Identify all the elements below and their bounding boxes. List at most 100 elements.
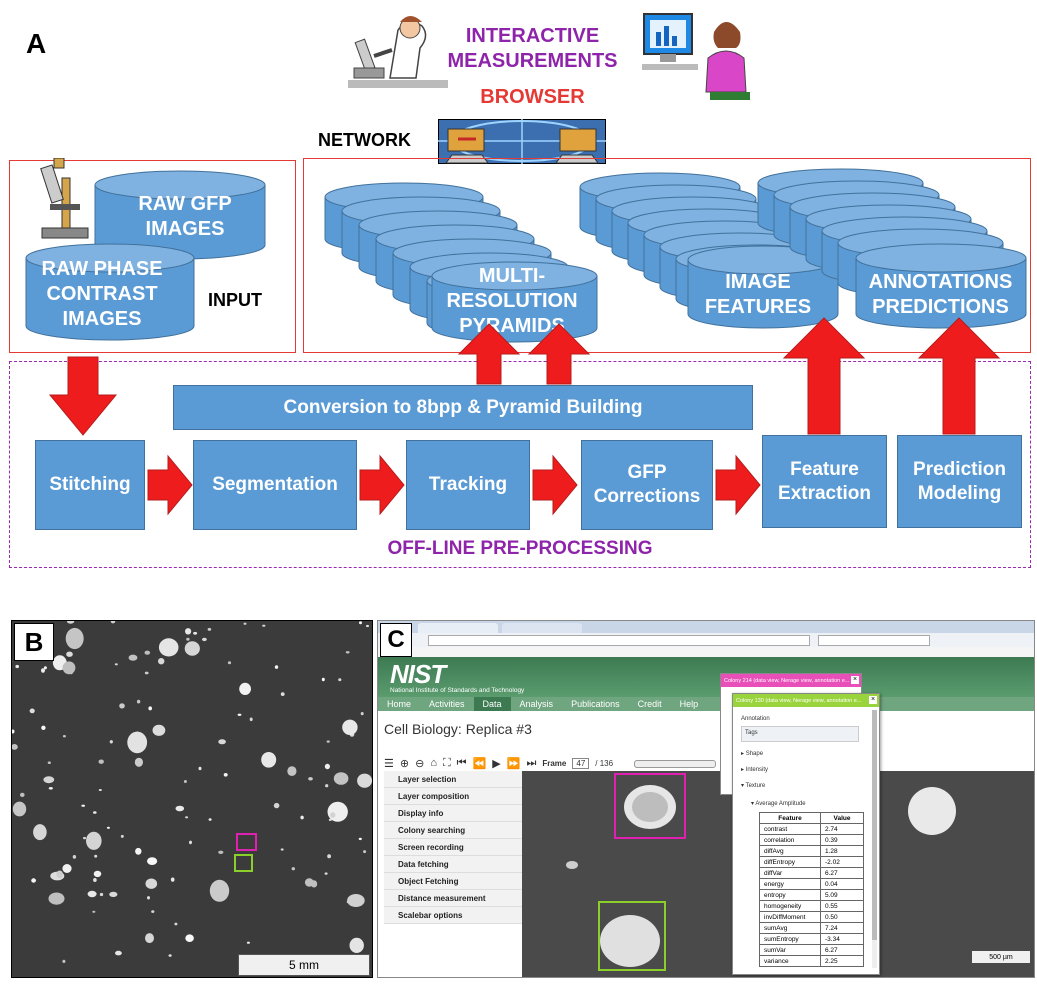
menu-icon[interactable]: ☰ [384, 757, 394, 770]
popup-pink-title: Colony 214 (data view, Nerage view, anno… [724, 677, 850, 684]
nav-credit[interactable]: Credit [637, 699, 662, 709]
menu-colony-searching[interactable]: Colony searching [384, 822, 522, 839]
green-selection-box [234, 854, 253, 872]
browser-address-bar[interactable] [378, 633, 1034, 648]
colony-blob [342, 719, 358, 735]
colony-blob [48, 787, 53, 790]
feature-value-cell: 7.24 [820, 922, 864, 934]
step-gfp-corrections-label: GFP Corrections [593, 462, 701, 507]
popup-green-close-icon[interactable]: × [869, 696, 877, 704]
colony-blob [363, 850, 367, 854]
colony-blob [287, 766, 297, 776]
feature-header: Feature [759, 812, 821, 824]
menu-data-fetching[interactable]: Data fetching [384, 856, 522, 873]
nav-publications[interactable]: Publications [571, 699, 620, 709]
step-prediction-modeling-label: Prediction Modeling [913, 458, 1006, 504]
play-icon[interactable]: ▶ [492, 757, 501, 770]
nist-header: NIST National Institute of Standards and… [378, 657, 1034, 697]
person-at-computer-icon [642, 13, 750, 100]
annotations-line-2: PREDICTIONS [872, 296, 1009, 318]
menu-screen-recording[interactable]: Screen recording [384, 839, 522, 856]
viewer-scalebar-label: 500 µm [989, 953, 1013, 961]
raw-phase-line-2: CONTRAST [46, 283, 158, 305]
colony-blob [81, 804, 85, 807]
colony-blob [72, 855, 77, 859]
colony-blob [151, 910, 155, 913]
colony-blob [349, 937, 364, 953]
popup-green-titlebar: Colony 130 (data view, Nerage view, anno… [733, 694, 879, 707]
colony-blob [185, 628, 192, 635]
first-frame-icon[interactable]: ⏮ [456, 756, 467, 769]
browser-search-field[interactable] [818, 635, 930, 646]
next-frame-icon[interactable]: ⏩ [506, 757, 521, 770]
colony-blob [87, 890, 97, 898]
fullscreen-icon[interactable]: ⛶ [442, 756, 451, 769]
menu-layer-composition[interactable]: Layer composition [384, 788, 522, 805]
viewer-colonies [566, 785, 956, 967]
colony-blob [33, 824, 47, 841]
url-field[interactable] [428, 635, 810, 646]
nav-help[interactable]: Help [679, 699, 699, 709]
feature-value-cell: 5.09 [820, 889, 864, 901]
colony-blob [99, 892, 104, 897]
popup-scrollbar[interactable] [872, 710, 877, 968]
panel-c-letter: C [380, 623, 412, 657]
menu-layer-selection[interactable]: Layer selection [384, 771, 522, 788]
menu-scalebar-options[interactable]: Scalebar options [384, 907, 522, 924]
colony-blob [209, 879, 230, 902]
frame-input[interactable]: 47 [572, 757, 590, 769]
frame-slider[interactable] [634, 760, 716, 768]
step-stitching: Stitching [35, 440, 145, 530]
colony-blob [145, 933, 154, 944]
browser-tab-2[interactable] [502, 623, 582, 633]
feature-value-cell: -3.34 [820, 933, 864, 945]
tags-field[interactable]: Tags [741, 726, 859, 742]
measurements-line: MEASUREMENTS [447, 50, 618, 72]
viewer-green-box[interactable] [598, 901, 666, 971]
section-shape[interactable]: ▸ Shape [741, 751, 764, 757]
input-label: INPUT [208, 290, 262, 310]
zoom-out-icon[interactable]: ⊖ [415, 757, 425, 770]
colony-blob [360, 712, 364, 716]
nav-data[interactable]: Data [473, 697, 511, 711]
menu-distance-measurement[interactable]: Distance measurement [384, 890, 522, 907]
browser-tab-1[interactable] [418, 623, 498, 633]
section-intensity[interactable]: ▸ Intensity [741, 767, 769, 773]
colony-blob [262, 624, 266, 627]
nav-activities[interactable]: Activities [429, 699, 465, 709]
colony-blob [120, 834, 124, 838]
colony-blob [261, 752, 277, 768]
menu-display-info[interactable]: Display info [384, 805, 522, 822]
zoom-in-icon[interactable]: ⊕ [399, 757, 410, 770]
popup-scrollbar-thumb[interactable] [872, 710, 877, 940]
home-icon[interactable]: ⌂ [430, 757, 437, 769]
colony-blob [147, 896, 150, 900]
colony-blob [134, 757, 143, 767]
colony-blob [83, 836, 86, 840]
previous-frame-icon[interactable]: ⏪ [472, 757, 487, 770]
nav-home[interactable]: Home [387, 699, 412, 709]
colony-blob [359, 621, 362, 625]
nav-analysis[interactable]: Analysis [519, 699, 554, 709]
raw-gfp-line-2: IMAGES [145, 218, 225, 240]
table-row: sumEntropy-3.34 [759, 933, 864, 945]
popup-pink-close-icon[interactable]: × [851, 676, 859, 684]
menu-object-fetching[interactable]: Object Fetching [384, 873, 522, 890]
colony-blob [189, 840, 192, 845]
colony-blob [119, 703, 125, 709]
raw-gfp-label: RAW GFP IMAGES [105, 192, 265, 242]
colony-blob [41, 668, 45, 673]
feature-name-cell: diffAvg [759, 845, 821, 857]
colony-popup-green[interactable]: Colony 130 (data view, Nerage view, anno… [732, 693, 880, 975]
section-texture[interactable]: ▾ Texture [741, 783, 766, 789]
avg-amplitude[interactable]: ▾ Average Amplitude [751, 801, 806, 807]
viewer-pink-box[interactable] [614, 773, 686, 839]
colony-blob [243, 622, 247, 625]
last-frame-icon[interactable]: ⏭ [526, 756, 537, 769]
colony-blob [158, 658, 165, 665]
